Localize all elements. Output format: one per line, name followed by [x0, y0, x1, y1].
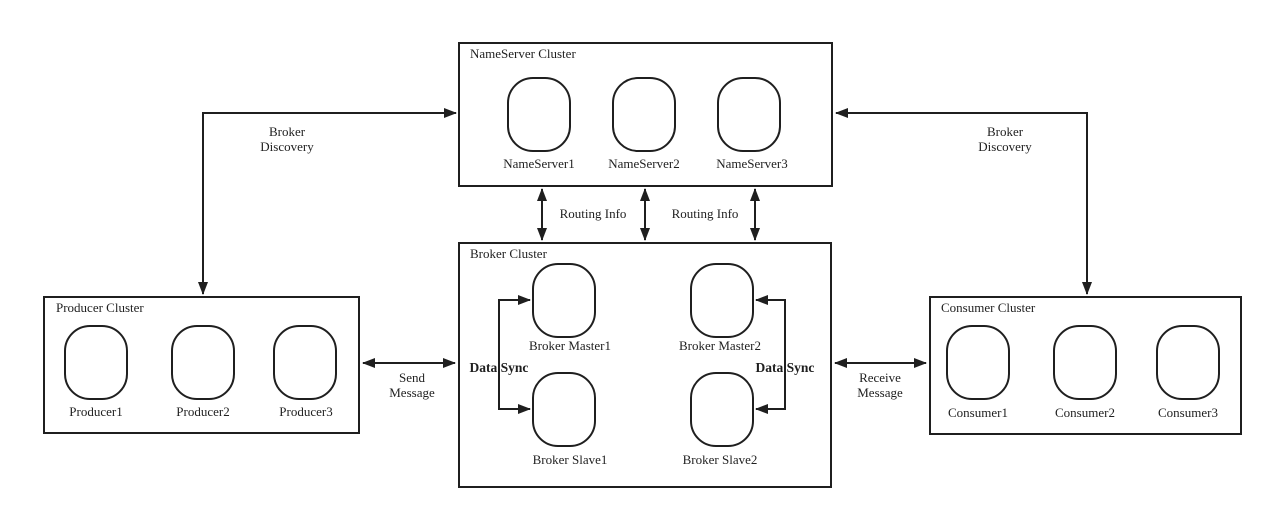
send-message-line2: Message — [389, 385, 435, 400]
consumer1-label: Consumer1 — [948, 405, 1008, 420]
receive-message-line1: Receive — [859, 370, 901, 385]
consumer2-node — [1053, 325, 1117, 400]
routing-info-right-label: Routing Info — [671, 206, 739, 221]
receive-message-line2: Message — [857, 385, 903, 400]
nameserver-cluster-box — [458, 42, 833, 187]
send-message-label: Send Message — [362, 370, 462, 400]
consumer-cluster-box — [929, 296, 1242, 435]
broker-master2-node — [690, 263, 754, 338]
broker-discovery-left-line1: Broker — [268, 124, 306, 139]
broker-discovery-right-line1: Broker — [986, 124, 1024, 139]
broker-master1-node — [532, 263, 596, 338]
broker-slave2-node — [690, 372, 754, 447]
broker-discovery-left-label: Broker Discovery — [227, 124, 347, 154]
producer-cluster-title: Producer Cluster — [56, 300, 144, 315]
broker-discovery-right-line2: Discovery — [978, 139, 1032, 154]
send-message-line1: Send — [399, 370, 425, 385]
consumer3-label: Consumer3 — [1158, 405, 1218, 420]
producer3-label: Producer3 — [279, 404, 333, 419]
producer1-label: Producer1 — [69, 404, 123, 419]
producer3-node — [273, 325, 337, 400]
broker-cluster-title: Broker Cluster — [470, 246, 547, 261]
broker-discovery-left-line2: Discovery — [260, 139, 314, 154]
consumer-cluster-title: Consumer Cluster — [941, 300, 1036, 315]
consumer3-node — [1156, 325, 1220, 400]
data-sync-right-label: Data Sync — [755, 360, 815, 375]
data-sync-left-label: Data Sync — [469, 360, 529, 375]
producer2-node — [171, 325, 235, 400]
broker-discovery-right-label: Broker Discovery — [945, 124, 1065, 154]
nameserver3-label: NameServer3 — [716, 156, 788, 171]
producer-cluster-box — [43, 296, 360, 434]
broker-master2-label: Broker Master2 — [679, 338, 761, 353]
broker-cluster-box — [458, 242, 832, 488]
producer1-node — [64, 325, 128, 400]
nameserver2-label: NameServer2 — [608, 156, 680, 171]
consumer1-node — [946, 325, 1010, 400]
nameserver2-node — [612, 77, 676, 152]
nameserver1-label: NameServer1 — [503, 156, 575, 171]
broker-slave1-label: Broker Slave1 — [532, 452, 608, 467]
routing-info-left-label: Routing Info — [559, 206, 627, 221]
consumer2-label: Consumer2 — [1055, 405, 1115, 420]
nameserver-cluster-title: NameServer Cluster — [470, 46, 576, 61]
broker-slave2-label: Broker Slave2 — [682, 452, 758, 467]
producer2-label: Producer2 — [176, 404, 230, 419]
receive-message-label: Receive Message — [830, 370, 930, 400]
broker-master1-label: Broker Master1 — [529, 338, 611, 353]
nameserver3-node — [717, 77, 781, 152]
nameserver1-node — [507, 77, 571, 152]
broker-slave1-node — [532, 372, 596, 447]
